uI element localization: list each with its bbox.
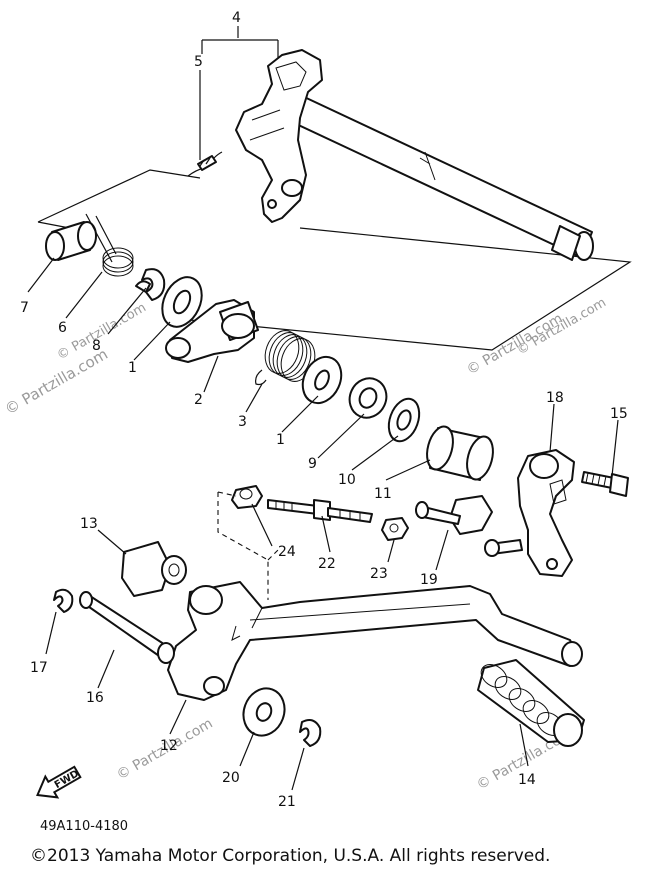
diagram-code: 49A110-4180 [40,819,128,834]
label-19: 19 [420,572,438,588]
label-14: 14 [518,772,536,788]
label-7: 8 [92,338,101,354]
nut-23 [381,517,409,541]
label-20: 20 [222,770,240,786]
label-21: 21 [278,794,296,810]
label-12: 12 [160,738,178,754]
label-23: 23 [370,566,388,582]
boot-13 [121,541,187,597]
label-24: 24 [278,544,296,560]
label-2: 2 [194,392,203,408]
label-5: 5 [194,54,203,70]
label-1a: 1 [128,360,137,376]
nut-24 [231,485,263,509]
label-10: 10 [338,472,356,488]
label-8: 7 [20,300,29,316]
spring-small [187,151,223,177]
pedal-rubber-14 [477,659,585,747]
shift-lever-18 [517,449,575,577]
shift-shaft [235,49,594,261]
label-18: 18 [546,390,564,406]
label-13: 13 [80,516,98,532]
rod-22 [267,499,373,523]
copyright-text: ©2013 Yamaha Motor Corporation, U.S.A. A… [30,846,550,866]
forward-arrow-icon: FWD [36,765,82,799]
torsion-spring-6 [85,213,134,277]
label-3: 3 [238,414,247,430]
watermark: © Partzilla.com [2,345,111,418]
washer-20 [242,687,286,737]
shift-arm-2 [165,299,259,363]
joint-19 [415,495,523,557]
circlip-7b [135,280,151,293]
label-15: 15 [610,406,628,422]
washer-10 [387,397,421,443]
label-6: 6 [58,320,67,336]
bushing-9 [348,377,388,419]
label-17: 17 [30,660,48,676]
label-4: 4 [232,10,241,26]
clip-17 [53,588,74,613]
clip-21 [299,719,322,747]
label-22: 22 [318,556,336,572]
sleeve-11 [426,425,494,481]
label-9: 9 [308,456,317,472]
spring-3 [255,330,316,386]
leader-lines [27,26,619,791]
label-11: 11 [374,486,392,502]
label-16: 16 [86,690,104,706]
washer-1b [301,355,343,405]
bolt-15 [581,471,629,497]
collar-8 [45,221,97,261]
label-1b: 1 [276,432,285,448]
pivot-pin-16 [79,591,175,664]
washer-1a [161,276,203,328]
